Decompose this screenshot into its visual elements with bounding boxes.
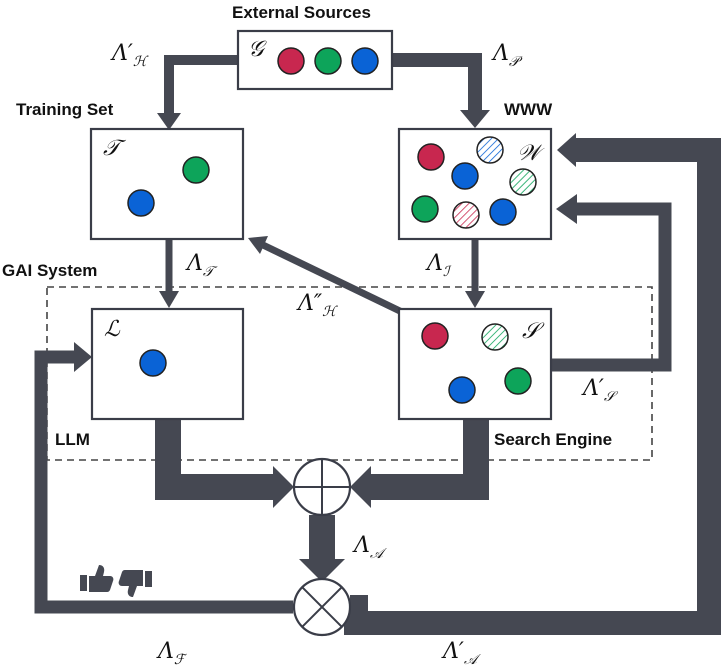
circle-plus-icon <box>292 457 352 517</box>
arrowhead-l-to-plus <box>273 466 294 508</box>
circle-blue <box>139 349 167 377</box>
external-sources-label: External Sources <box>232 3 371 22</box>
arrowhead-w-to-s <box>465 291 485 308</box>
llm-label: LLM <box>55 430 90 449</box>
arrow-times-to-l <box>34 350 293 614</box>
search-box <box>397 307 553 421</box>
circle-green-hatched <box>509 168 537 196</box>
training-set-label: Training Set <box>16 100 114 119</box>
lambda-a-label: Λ𝒜 <box>352 533 387 562</box>
www-label: WWW <box>504 100 553 119</box>
gai-system-label: GAI System <box>2 261 97 280</box>
llm-box <box>90 307 245 421</box>
circle-green <box>411 195 439 223</box>
arrowhead-s-to-plus <box>350 466 371 508</box>
arrowhead-g-to-w <box>460 110 490 128</box>
arrow-times-to-w <box>344 138 721 635</box>
circle-times-icon <box>292 577 352 637</box>
circle-red <box>421 322 449 350</box>
arrowhead-plus-to-times <box>299 559 345 582</box>
circle-blue <box>451 162 479 190</box>
arrow-g-to-t <box>164 55 238 115</box>
lambda-i-label: Λℐ <box>425 251 452 280</box>
arrowhead-t-to-l <box>159 291 179 308</box>
lambda-h-prime-label: Λ′ℋ <box>110 41 149 70</box>
circle-blue <box>489 198 517 226</box>
lambda-h-dprime-label: Λ″ℋ <box>296 291 338 320</box>
circle-blue <box>127 189 155 217</box>
arrowhead-s-to-w <box>556 194 577 224</box>
thumbs-down-icon <box>118 570 152 597</box>
arrow-s-to-t <box>261 241 406 317</box>
circle-blue <box>351 47 379 75</box>
arrow-l-to-plus <box>155 420 275 500</box>
circle-green-hatched <box>481 323 509 351</box>
arrowhead-s-to-t <box>248 236 268 254</box>
circle-blue-hatched <box>476 136 504 164</box>
arrow-s-to-plus <box>369 420 489 500</box>
lambda-t-label: Λ𝒯 <box>185 251 218 280</box>
circle-red <box>417 143 445 171</box>
circle-green <box>182 156 210 184</box>
circle-blue <box>448 376 476 404</box>
thumbs-up-icon <box>80 565 114 592</box>
arrowhead-times-to-w <box>557 133 576 167</box>
arrow-s-to-w <box>552 202 672 372</box>
arrowhead-g-to-t <box>157 113 181 130</box>
circle-red <box>277 47 305 75</box>
llm-box-name: ℒ <box>104 317 121 342</box>
circle-green <box>314 47 342 75</box>
circle-green <box>504 367 532 395</box>
circle-red-hatched <box>452 201 480 229</box>
lambda-s-prime-label: Λ′𝒮 <box>581 376 619 405</box>
arrow-g-to-w <box>392 53 482 112</box>
lambda-f-label: Λℱ <box>156 639 188 668</box>
lambda-p-label: Λ𝒫 <box>491 41 523 70</box>
search-engine-label: Search Engine <box>494 430 612 449</box>
training-box <box>89 127 245 241</box>
lambda-a-prime-label: Λ′𝒜 <box>441 639 481 668</box>
external-box-name: 𝒢 <box>248 37 267 62</box>
arrowhead-times-to-l <box>74 342 92 372</box>
